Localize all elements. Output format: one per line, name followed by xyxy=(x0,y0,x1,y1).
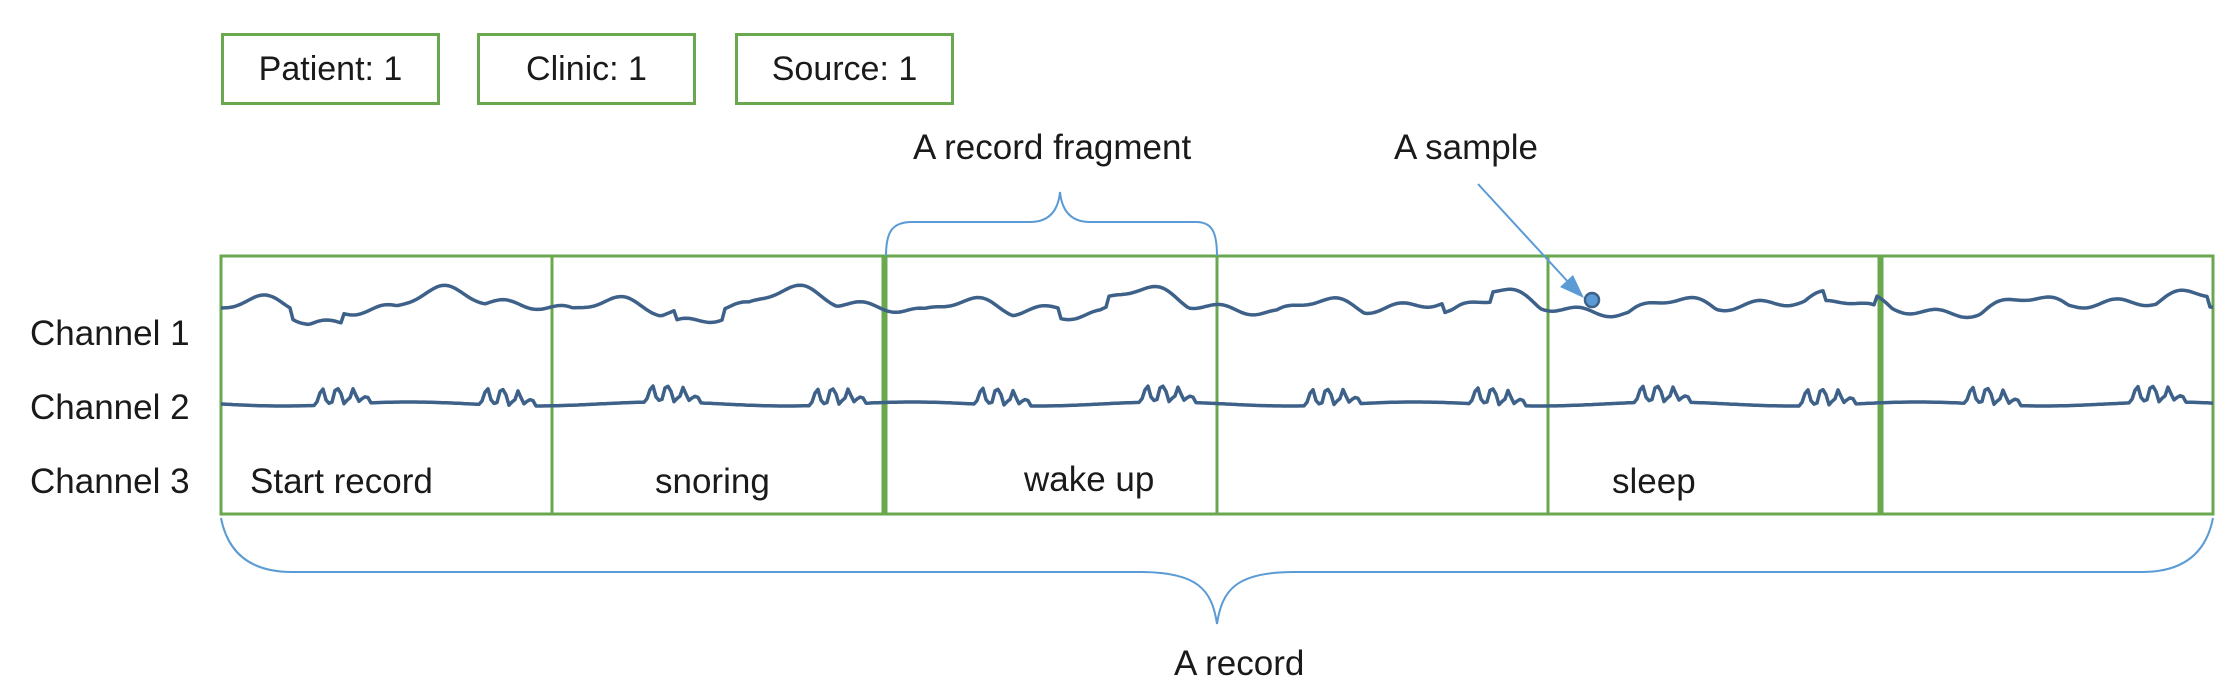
record-fragment-brace xyxy=(885,191,1218,257)
segment-label-sleep: sleep xyxy=(1612,462,1696,501)
record-label: A record xyxy=(1174,644,1305,683)
sample-point xyxy=(1583,291,1601,309)
clinic-box: Clinic: 1 xyxy=(477,33,696,105)
record-fragment-label: A record fragment xyxy=(913,128,1192,167)
sample-label: A sample xyxy=(1394,128,1538,167)
segment-box-4 xyxy=(1215,254,1550,516)
patient-label: Patient: 1 xyxy=(258,49,403,88)
clinic-label: Clinic: 1 xyxy=(526,49,647,88)
segment-box-5 xyxy=(1546,254,1881,516)
segment-label-start-record: Start record xyxy=(250,462,433,501)
source-label: Source: 1 xyxy=(771,49,918,88)
sample-arrowhead xyxy=(1560,275,1584,298)
channel-2-signal xyxy=(220,384,2214,408)
channel-2-label: Channel 2 xyxy=(30,388,190,427)
segment-label-snoring: snoring xyxy=(655,462,770,501)
source-box: Source: 1 xyxy=(735,33,954,105)
sample-arrow xyxy=(1477,183,1571,285)
channel-3-label: Channel 3 xyxy=(30,462,190,501)
channel-1-label: Channel 1 xyxy=(30,314,190,353)
segment-box-6 xyxy=(1880,254,2215,516)
record-brace xyxy=(220,517,2214,625)
record-segments xyxy=(219,254,2215,516)
segment-label-wake-up: wake up xyxy=(1024,460,1155,499)
patient-box: Patient: 1 xyxy=(221,33,440,105)
channel-1-signal xyxy=(220,283,2214,327)
